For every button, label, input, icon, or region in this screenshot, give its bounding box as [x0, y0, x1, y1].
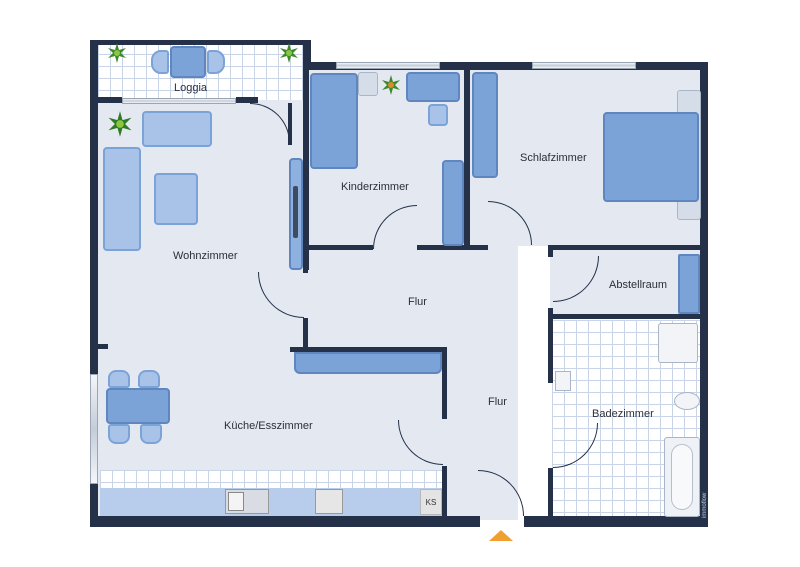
dining-chair-3 — [108, 424, 130, 444]
window-kueche — [90, 374, 98, 484]
armchair — [154, 173, 198, 225]
wall-wohn-flur-b — [303, 318, 308, 352]
wall-kinder-south-b — [417, 245, 467, 250]
sofa-left — [103, 147, 141, 251]
wall-loggia-south-a — [98, 97, 122, 103]
wall-loggia-north — [90, 40, 310, 45]
kitchen-backsplash — [100, 470, 442, 488]
wall-west — [90, 40, 98, 527]
bathtub-basin — [671, 444, 693, 510]
kitchen-stove — [315, 489, 343, 514]
washbasin — [555, 371, 571, 391]
toilet — [674, 392, 700, 410]
fridge: KS — [420, 489, 442, 515]
dining-chair-4 — [140, 424, 162, 444]
flur-wardrobe — [294, 352, 442, 374]
loggia-table — [170, 46, 206, 78]
schlaf-double-bed — [603, 112, 699, 202]
wall-kueche-east-b — [442, 466, 447, 520]
plant-icon — [108, 43, 126, 63]
wall-kinder-schlaf — [464, 70, 470, 250]
wall-south-left — [90, 516, 480, 527]
loggia-chair-right — [207, 50, 225, 74]
kinder-chair — [428, 104, 448, 126]
wall-wohn-flur-a — [303, 255, 308, 273]
sink-basin — [228, 492, 244, 511]
wall-loggia-east — [303, 40, 311, 70]
entrance-arrow-icon — [489, 530, 513, 541]
wall-abstell-west-b — [548, 308, 553, 383]
wall-east — [700, 62, 708, 527]
wall-south-right — [524, 516, 708, 527]
dining-chair-1 — [108, 370, 130, 388]
sofa-top — [142, 111, 212, 147]
room-label-flur-upper: Flur — [408, 296, 427, 308]
room-label-badezimmer: Badezimmer — [592, 408, 654, 420]
kitchen-sink — [225, 489, 269, 514]
abstell-shelf — [678, 254, 700, 314]
shower-tray — [658, 323, 698, 363]
room-label-abstellraum: Abstellraum — [609, 279, 668, 291]
wall-abstell-west-a — [548, 245, 553, 257]
wall-wohn-kueche-stub — [98, 344, 108, 349]
wall-wohn-kinder — [303, 70, 309, 270]
loggia-chair-left — [151, 50, 169, 74]
window-schlafzimmer — [532, 62, 636, 69]
dining-table — [106, 388, 170, 424]
kinder-bed — [310, 73, 358, 169]
room-label-schlafzimmer: Schlafzimmer — [520, 152, 587, 164]
wall-north — [303, 62, 708, 70]
window-loggia — [122, 98, 236, 104]
kinder-wardrobe — [442, 160, 464, 246]
dining-chair-2 — [138, 370, 160, 388]
room-label-flur-lower: Flur — [488, 396, 507, 408]
plant-icon — [280, 43, 298, 63]
room-label-wohnzimmer: Wohnzimmer — [173, 250, 238, 262]
wall-wohn-stub — [288, 103, 292, 145]
wall-loggia-south-b — [236, 97, 258, 103]
kinder-nightstand — [358, 72, 378, 96]
wall-kinder-south-a — [303, 245, 373, 250]
room-label-kueche-esszimmer: Küche/Esszimmer — [224, 420, 313, 432]
window-kinderzimmer — [336, 62, 440, 69]
wall-schlaf-south-b — [548, 245, 703, 250]
bathtub — [664, 437, 700, 517]
plant-icon — [382, 75, 400, 95]
watermark-logo: immoflow — [702, 492, 708, 518]
wall-schlaf-south-a — [464, 245, 488, 250]
wall-bad-west-c — [548, 468, 553, 520]
tv-icon — [293, 186, 298, 238]
plant-icon — [108, 111, 132, 137]
kitchen-counter — [100, 488, 442, 516]
schlaf-wardrobe — [472, 72, 498, 178]
kinder-desk — [406, 72, 460, 102]
wall-kueche-east-a — [442, 347, 447, 419]
wall-abstell-bad — [548, 314, 703, 319]
room-label-loggia: Loggia — [174, 82, 208, 94]
wall-kueche-north — [290, 347, 447, 352]
room-label-kinderzimmer: Kinderzimmer — [341, 181, 409, 193]
